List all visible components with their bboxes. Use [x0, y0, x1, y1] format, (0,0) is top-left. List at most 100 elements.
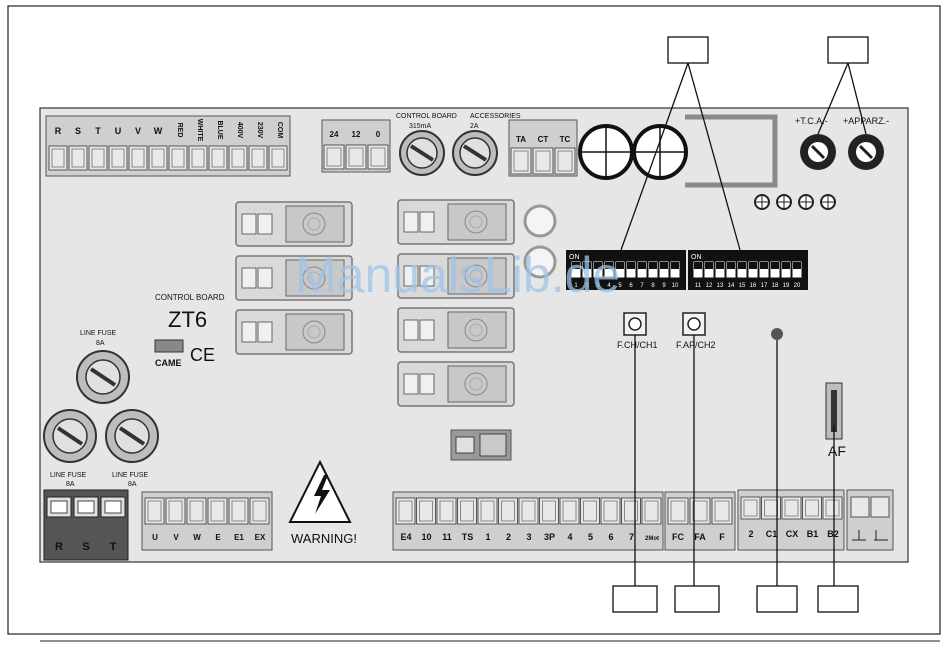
dip2-number: 11: [695, 283, 702, 289]
top-terminal-label: 400V: [236, 122, 243, 139]
callout-box-fch: [612, 585, 658, 613]
line-fuse-top: [76, 350, 130, 404]
brand-label: CAME: [155, 358, 182, 368]
watermark: ManualsLib.de: [295, 247, 620, 303]
dip1-on-label: ON: [569, 254, 580, 261]
dip1-number: 8: [651, 283, 655, 289]
small-relay-component: [450, 429, 512, 461]
transformer-outline: [685, 114, 778, 188]
control-terminal-label: 2Mot: [645, 536, 659, 542]
trimmer-tca-label: +T.C.A.-: [795, 116, 828, 126]
rst-label: S: [82, 541, 89, 553]
dip2-number: 12: [706, 283, 713, 289]
motor-terminal-label: V: [173, 533, 179, 542]
control-terminal-label: TS: [462, 532, 474, 542]
top-terminal-label: BLUE: [216, 120, 223, 139]
ta-terminal-label: TC: [560, 135, 571, 144]
line-fuse-left-rating: 8A: [66, 481, 75, 488]
fc-terminal-label: F: [719, 532, 725, 542]
motor-terminal-label: E1: [234, 533, 244, 542]
motor-terminal-label: W: [193, 533, 201, 542]
control-terminal-label: 6: [608, 532, 613, 542]
trimmer-apparz-label: +APPARZ.-: [843, 116, 889, 126]
control-terminal-label: 3: [526, 532, 531, 542]
dip2-number: 20: [794, 283, 801, 289]
top-terminal-label: COM: [276, 122, 283, 139]
control-terminal-label: 11: [442, 532, 452, 542]
fuse-2a-label: 2A: [470, 123, 479, 130]
warning-triangle-icon: [288, 459, 352, 523]
signal-led: [771, 328, 783, 340]
capacitor-left: [578, 124, 634, 180]
dip2-number: 16: [750, 283, 757, 289]
control-terminal-label: 1: [485, 532, 490, 542]
control-terminal-label: 2: [506, 532, 511, 542]
trimmer-tca: [800, 134, 836, 170]
line-fuse-right-label: LINE FUSE: [112, 472, 149, 479]
ce-mark: CE: [190, 345, 215, 365]
dip1-number: 5: [618, 283, 622, 289]
line-fuse-left: [43, 409, 97, 463]
dip2-number: 18: [772, 283, 779, 289]
callout-box-led: [756, 585, 798, 613]
led-row: [754, 194, 836, 210]
low-voltage-label: 24: [330, 130, 339, 139]
control-terminal-label: E4: [400, 532, 411, 542]
line-fuse-right: [105, 409, 159, 463]
encoder-terminal-label: 2: [748, 529, 753, 539]
indicator-circle-top: [523, 204, 557, 238]
dip2-number: 17: [761, 283, 768, 289]
dip1-number: 10: [672, 283, 679, 289]
dip1-number: 9: [662, 283, 666, 289]
top-terminal-label: W: [154, 126, 163, 136]
ta-terminal-label: CT: [538, 135, 549, 144]
fc-terminal-label: FA: [694, 532, 706, 542]
af-label: AF: [828, 443, 846, 459]
indicator-circle-bottom: [523, 245, 557, 279]
button-fap-ch2: [682, 312, 706, 336]
line-fuse-left-label: LINE FUSE: [50, 472, 87, 479]
encoder-terminal-label: B1: [807, 529, 819, 539]
model-caption: CONTROL BOARD: [155, 293, 225, 302]
dip1-number: 1: [574, 283, 578, 289]
model-name: ZT6: [168, 307, 207, 332]
motor-terminal-label: U: [152, 533, 158, 542]
control-terminal-label: 5: [588, 532, 593, 542]
low-voltage-label: 0: [376, 130, 381, 139]
callout-annotations: [612, 36, 869, 613]
encoder-terminal-label: C1: [766, 529, 778, 539]
motor-terminal-label: E: [215, 533, 221, 542]
callout-box-fap: [674, 585, 720, 613]
control-terminal-label: 4: [567, 532, 572, 542]
fuse-315-label: 315mA: [409, 123, 432, 130]
callout-box-dip: [667, 36, 709, 64]
top-terminal-label: WHITE: [196, 119, 203, 142]
rst-label: R: [55, 541, 63, 553]
page-frame: [7, 5, 941, 635]
fuse-315ma: [399, 130, 445, 176]
dip2-number: 15: [739, 283, 746, 289]
top-terminal-label: T: [95, 126, 101, 136]
top-terminal-label: RED: [176, 123, 183, 138]
dip1-number: 3: [596, 283, 600, 289]
dip1-number: 6: [629, 283, 633, 289]
button-fap-label: F.AP/CH2: [676, 340, 716, 350]
encoder-terminal-label: CX: [786, 529, 799, 539]
top-terminal-label: S: [75, 126, 81, 136]
ground-terminal: [846, 489, 894, 551]
dip2-on-label: ON: [691, 254, 702, 261]
came-logo-icon: [154, 339, 184, 353]
dip1-number: 4: [607, 283, 611, 289]
motor-terminal-label: EX: [255, 533, 266, 542]
dip1-number: 2: [585, 283, 589, 289]
relay-column-left: [235, 201, 353, 355]
line-fuse-top-rating: 8A: [96, 340, 105, 347]
motor-terminal: U V W E E1 EX: [141, 491, 273, 551]
